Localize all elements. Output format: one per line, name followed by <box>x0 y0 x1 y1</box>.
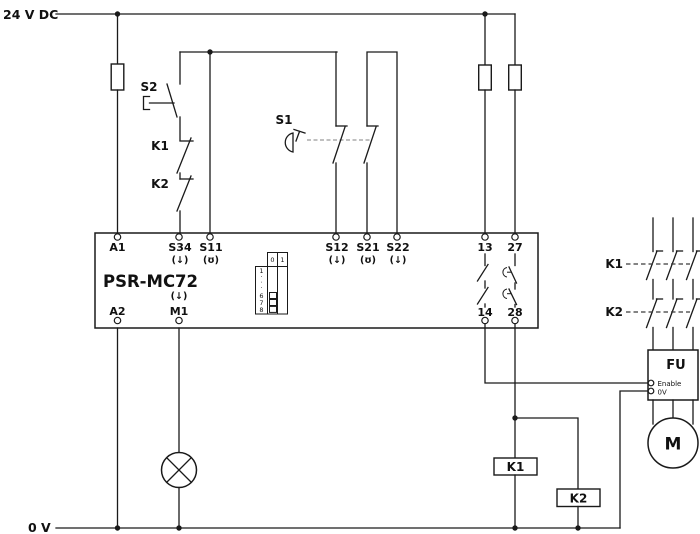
svg-text:(↓): (↓) <box>172 255 189 266</box>
svg-text:·: · <box>260 279 262 287</box>
dip-switch-handle <box>269 305 277 313</box>
motor: M <box>647 399 699 469</box>
three-phase-contactors: K1 K2 <box>605 217 700 351</box>
nc-contact-blade <box>332 126 346 164</box>
terminal-label: A1 <box>109 241 125 254</box>
svg-text:·: · <box>260 273 262 281</box>
svg-text:8: 8 <box>259 306 263 314</box>
dip-col-0: 0 <box>270 256 274 264</box>
terminal-label: S34 <box>168 241 192 254</box>
drive-box <box>647 349 699 401</box>
terminal-label: S11 <box>199 241 222 254</box>
terminal-label: M1 <box>170 305 189 318</box>
fuse-icon <box>508 64 523 91</box>
estop-s1: S1 <box>276 51 398 234</box>
terminal-m1 <box>175 316 183 325</box>
terminal-a2 <box>113 316 122 325</box>
contact-arc-icon <box>502 288 508 299</box>
contact-arc-icon <box>502 267 508 278</box>
svg-text:7: 7 <box>259 299 263 307</box>
wire-13-branch <box>478 11 493 234</box>
svg-text:(↓): (↓) <box>329 255 346 266</box>
svg-text:(ʊ): (ʊ) <box>203 255 219 266</box>
motor-circle-icon <box>647 417 699 469</box>
terminal-label: 27 <box>507 241 522 254</box>
terminal-s21 <box>363 233 371 241</box>
terminal-label: 13 <box>477 241 492 254</box>
terminal-a1 <box>113 233 122 241</box>
contactor-k1-label: K1 <box>605 257 623 271</box>
reset-feedback-chain: S2 K1 K2 <box>141 51 194 234</box>
terminal-label: A2 <box>109 305 125 318</box>
terminal-label: 14 <box>477 306 493 319</box>
fuse-icon <box>478 64 493 91</box>
terminal-label: S22 <box>386 241 409 254</box>
drive-enable-label: Enable <box>658 380 682 388</box>
wire-s11 <box>179 49 338 234</box>
relay-contact-27-28 <box>502 253 518 308</box>
dip-col-1: 1 <box>280 256 284 264</box>
terminal-13 <box>481 233 489 241</box>
drive-label: FU <box>666 358 685 373</box>
rail-0v: 0 V <box>28 390 649 534</box>
nc-contact-blade <box>176 175 192 212</box>
wire-27-branch <box>508 13 523 234</box>
estop-mushroom-icon <box>284 132 294 153</box>
svg-text:6: 6 <box>259 292 263 300</box>
svg-text:·: · <box>260 284 262 292</box>
terminal-label: S12 <box>325 241 348 254</box>
coil-k1-label: K1 <box>507 460 525 474</box>
rail-24v: 24 V DC <box>3 7 516 22</box>
terminal-27 <box>511 233 519 241</box>
relay-contact-13-14 <box>476 253 489 308</box>
terminal-s12 <box>332 233 340 241</box>
relay-model-label: PSR-MC72 <box>103 272 198 291</box>
pushbutton-actuator-icon <box>142 95 151 111</box>
svg-text:(↓): (↓) <box>171 291 188 302</box>
svg-text:1: 1 <box>259 267 263 275</box>
reset-button-label: S2 <box>141 80 158 94</box>
contactor-coil-branch: K1 K2 <box>493 323 601 529</box>
indicator-lamp-branch <box>160 327 198 529</box>
wire-a1-branch <box>110 11 125 234</box>
contactor-k2-label: K2 <box>605 305 623 319</box>
rail-24v-label: 24 V DC <box>3 7 58 22</box>
frequency-drive: FU Enable 0V <box>647 349 699 401</box>
dip-switch-block: 0 1 1 · · · 6 7 8 <box>255 252 288 315</box>
drive-0v-terminal <box>647 387 655 395</box>
svg-text:(ʊ): (ʊ) <box>360 255 376 266</box>
terminal-label: 28 <box>507 306 522 319</box>
nc-contact-blade <box>176 137 192 174</box>
feedback-nc2-label: K2 <box>151 177 169 191</box>
motor-label: M <box>665 435 682 455</box>
svg-text:(↓): (↓) <box>390 255 407 266</box>
terminal-s22 <box>393 233 401 241</box>
safety-relay-module: PSR-MC72 0 1 1 <box>94 232 539 329</box>
fuse-icon <box>110 63 125 91</box>
rail-0v-label: 0 V <box>28 520 51 534</box>
dip-switch-handle <box>269 299 277 306</box>
dip-switch-handle <box>269 292 277 299</box>
feedback-nc1-label: K1 <box>151 139 169 153</box>
wire-0v-to-drive <box>619 390 649 529</box>
terminal-label: S21 <box>356 241 379 254</box>
coil-k2-label: K2 <box>570 492 588 506</box>
estop-label: S1 <box>276 113 293 127</box>
no-contact-blade <box>166 83 178 118</box>
drive-0v-label: 0V <box>658 389 667 397</box>
nc-contact-blade <box>363 126 377 164</box>
drive-enable-terminal <box>647 379 655 387</box>
terminal-s11 <box>206 233 214 241</box>
terminal-s34 <box>175 233 183 241</box>
wire-14-enable <box>484 323 649 384</box>
